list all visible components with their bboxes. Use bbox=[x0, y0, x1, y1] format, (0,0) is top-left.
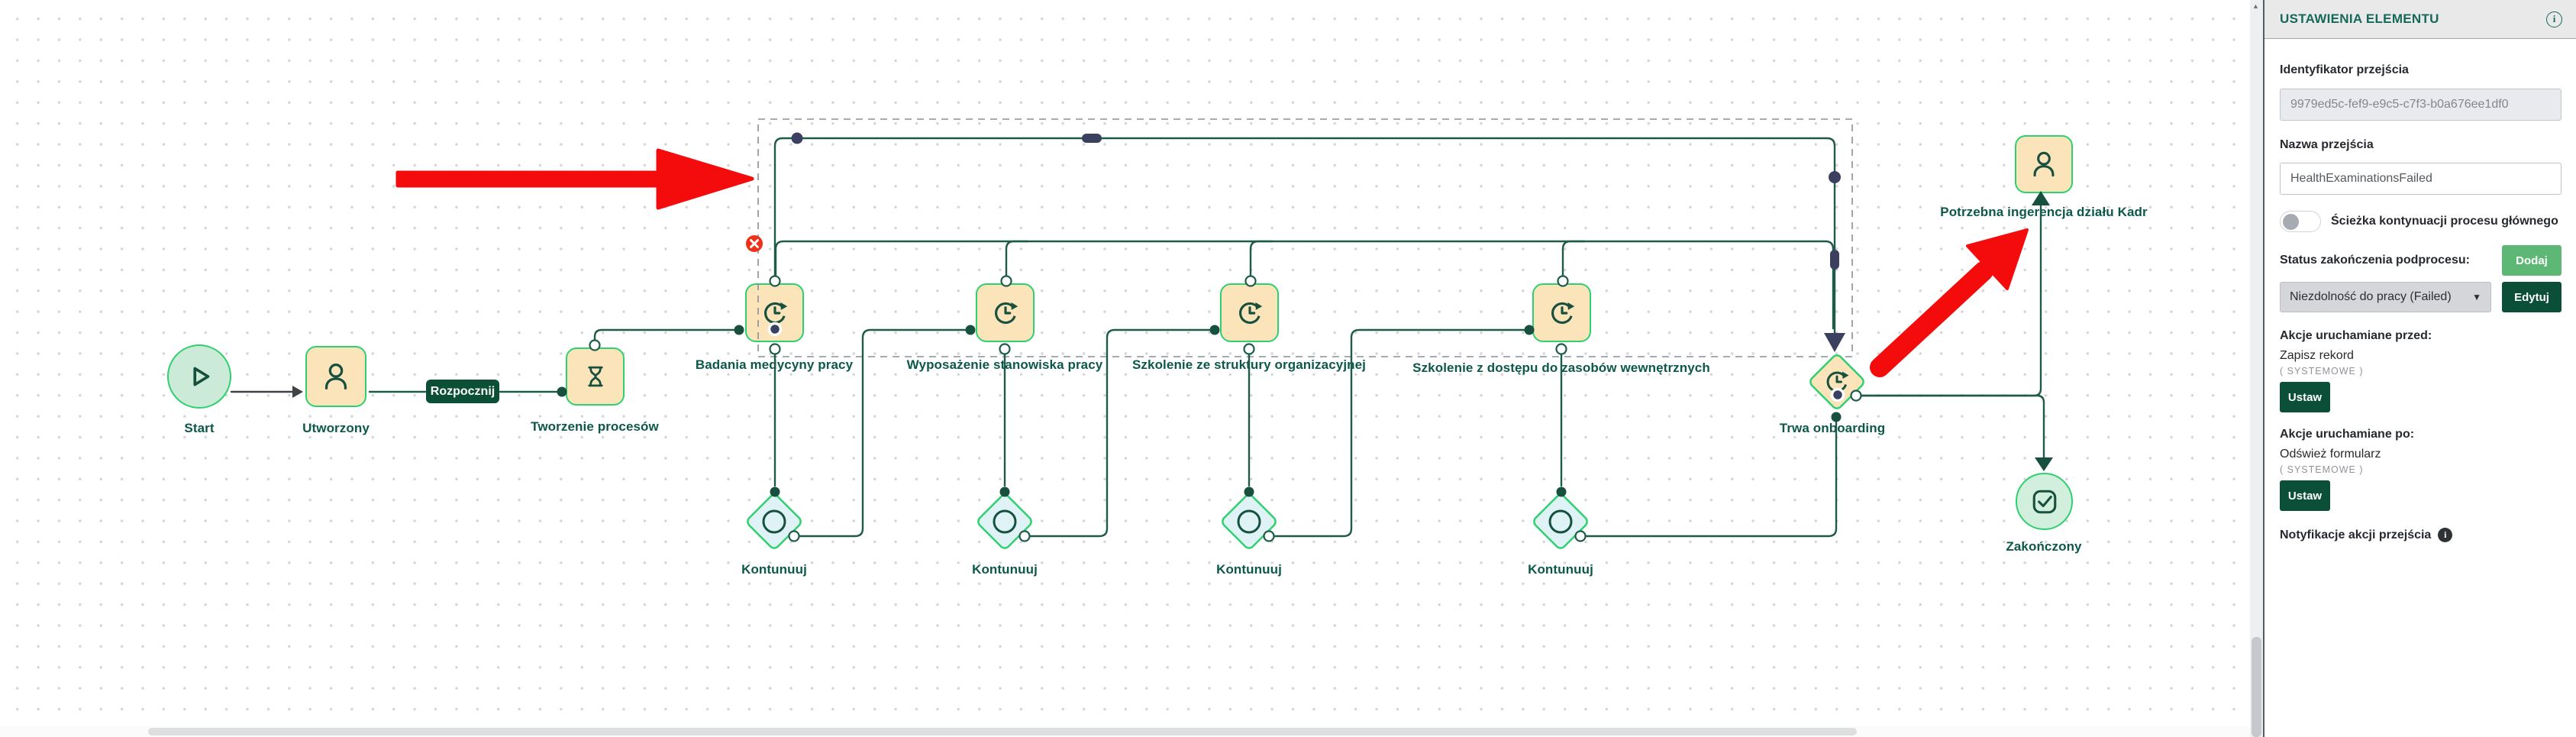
red-arrow-left bbox=[395, 148, 754, 210]
utworzony-label: Utworzony bbox=[302, 421, 370, 435]
edge-selected-healthexaminationsfailed bbox=[773, 137, 1836, 335]
main-process-continuation-toggle[interactable] bbox=[2280, 211, 2321, 232]
waypoint-handle bbox=[1829, 171, 1841, 183]
szkolenie-struktura-node[interactable] bbox=[1220, 283, 1279, 342]
source-anchor bbox=[767, 322, 783, 337]
edge-collector-failed bbox=[774, 240, 1835, 330]
arrowhead-utworzony bbox=[292, 386, 303, 398]
circle-icon bbox=[1237, 509, 1261, 534]
kontynuuj-label-4: Kontunuuj bbox=[1528, 562, 1593, 577]
edge-kontynuuj3-szkolenie2 bbox=[1272, 328, 1525, 538]
add-status-button[interactable]: Dodaj bbox=[2502, 245, 2561, 276]
action-before-type: ( SYSTEMOWE ) bbox=[2280, 366, 2364, 377]
kadr-label: Potrzebna ingerencja działu Kadr bbox=[1940, 205, 2148, 219]
waypoint-handle bbox=[791, 132, 803, 144]
start-node[interactable] bbox=[167, 344, 231, 409]
delete-edge-button[interactable] bbox=[746, 235, 763, 252]
edges-layer bbox=[230, 118, 2053, 551]
rozpocznij-edge-label[interactable]: Rozpocznij bbox=[426, 380, 499, 403]
status-dropdown[interactable]: Niezdolność do pracy (Failed) ▼ bbox=[2280, 282, 2491, 312]
zakonczony-label: Zakończony bbox=[2006, 539, 2082, 554]
zakonczony-node[interactable] bbox=[2016, 473, 2073, 530]
subprocess-cycle-icon bbox=[1551, 302, 1574, 324]
selected-arrowhead bbox=[1824, 333, 1845, 352]
tworzenie-node[interactable] bbox=[566, 347, 625, 406]
info-icon[interactable]: i bbox=[2546, 11, 2562, 27]
edges bbox=[230, 137, 2045, 538]
action-after-name: Odśwież formularz bbox=[2280, 448, 2381, 461]
edge-endpoint-dots bbox=[557, 325, 1842, 497]
selection-rect bbox=[757, 118, 1853, 357]
szkolenie-dostep-node[interactable] bbox=[1532, 283, 1591, 342]
selected-edge-handles[interactable] bbox=[767, 132, 1846, 402]
transition-name-label: Nazwa przejścia bbox=[2280, 138, 2374, 151]
transition-id-label: Identyfikator przejścia bbox=[2280, 63, 2409, 76]
arrowhead-kadr bbox=[2032, 191, 2050, 205]
circle-icon bbox=[1548, 509, 1573, 534]
tworzenie-label: Tworzenie procesów bbox=[531, 419, 659, 434]
vertical-scrollbar-thumb[interactable] bbox=[2252, 637, 2261, 737]
diagram-canvas[interactable]: Start Utworzony Tworzenie procesów Badan… bbox=[0, 0, 2250, 737]
annotation-arrows bbox=[395, 148, 2029, 377]
subprocess-status-label: Status zakończenia podprocesu: bbox=[2280, 254, 2470, 267]
horizontal-scrollbar-thumb[interactable] bbox=[148, 728, 1857, 735]
subprocess-cycle-icon bbox=[1238, 302, 1262, 324]
edge-tworzenie-badania bbox=[593, 328, 735, 342]
edge-szkolenie1-collector bbox=[1249, 240, 1273, 278]
hourglass-icon bbox=[587, 366, 603, 387]
person-icon bbox=[324, 364, 347, 390]
actions-before-label: Akcje uruchamiane przed: bbox=[2280, 329, 2432, 342]
horizontal-scrollbar[interactable] bbox=[0, 726, 2250, 737]
vertical-scrollbar[interactable]: ▲ bbox=[2250, 0, 2263, 737]
edge-szkolenie2-collector bbox=[1561, 240, 1586, 278]
segment-handle bbox=[1830, 250, 1839, 270]
notifications-label: Notyfikacje akcji przejścia bbox=[2280, 528, 2432, 541]
info-filled-icon[interactable]: i bbox=[2438, 528, 2453, 542]
edge-kontynuuj2-szkolenie1 bbox=[1028, 328, 1211, 538]
toggle-knob bbox=[2283, 213, 2299, 230]
panel-title: USTAWIENIA ELEMENTU bbox=[2280, 11, 2439, 26]
connection-ports[interactable] bbox=[589, 275, 1862, 542]
panel-header: USTAWIENIA ELEMENTU i bbox=[2264, 0, 2576, 39]
action-after-type: ( SYSTEMOWE ) bbox=[2280, 464, 2364, 475]
gateways[interactable] bbox=[746, 354, 1866, 551]
red-arrow-diagonal-head bbox=[1966, 228, 2029, 290]
circle-icon bbox=[762, 509, 786, 534]
scroll-up-arrow[interactable]: ▲ bbox=[2252, 2, 2259, 10]
edge-kontynuuj1-wyposazenie bbox=[797, 328, 967, 538]
segment-handle bbox=[1082, 134, 1102, 143]
subprocess-cycle-icon bbox=[994, 302, 1018, 324]
action-before-name: Zapisz rekord bbox=[2280, 349, 2354, 362]
set-action-before-button[interactable]: Ustaw bbox=[2280, 382, 2330, 412]
person-icon bbox=[2033, 151, 2055, 177]
chevron-down-icon: ▼ bbox=[2472, 292, 2481, 302]
wyposazenie-node[interactable] bbox=[976, 283, 1035, 342]
arrowhead-zakonczony bbox=[2035, 457, 2053, 471]
toggle-label: Ścieżka kontynuacji procesu głównego bbox=[2331, 215, 2558, 228]
edit-status-button[interactable]: Edytuj bbox=[2502, 282, 2561, 312]
subprocess-cycle-icon bbox=[763, 302, 787, 324]
set-action-after-button[interactable]: Ustaw bbox=[2280, 480, 2330, 511]
kontynuuj-label-1: Kontunuuj bbox=[741, 562, 807, 577]
circle-icon bbox=[993, 509, 1017, 534]
play-icon bbox=[193, 367, 210, 386]
element-settings-panel: USTAWIENIA ELEMENTU i Identyfikator prze… bbox=[2263, 0, 2576, 737]
check-square-icon bbox=[2032, 490, 2056, 513]
actions-after-label: Akcje uruchamiane po: bbox=[2280, 428, 2415, 441]
red-arrow-diagonal-shaft bbox=[1870, 261, 1993, 377]
utworzony-node[interactable] bbox=[305, 346, 366, 407]
target-anchor bbox=[1830, 387, 1845, 402]
transition-name-field[interactable] bbox=[2280, 163, 2561, 195]
edge-kontynuuj4-trwa bbox=[1583, 421, 1838, 538]
kadr-node[interactable] bbox=[2015, 135, 2073, 193]
gateway-icons bbox=[762, 509, 1573, 534]
edge-wyposazenie-collector bbox=[1005, 240, 1029, 278]
status-dropdown-value: Niezdolność do pracy (Failed) bbox=[2290, 290, 2452, 303]
start-label: Start bbox=[184, 421, 215, 435]
trwa-label: Trwa onboarding bbox=[1779, 421, 1886, 435]
transition-id-field bbox=[2280, 89, 2561, 121]
kontynuuj-label-2: Kontunuuj bbox=[972, 562, 1038, 577]
kontynuuj-label-3: Kontunuuj bbox=[1216, 562, 1282, 577]
edge-trwa-zakonczony bbox=[1859, 394, 2045, 459]
